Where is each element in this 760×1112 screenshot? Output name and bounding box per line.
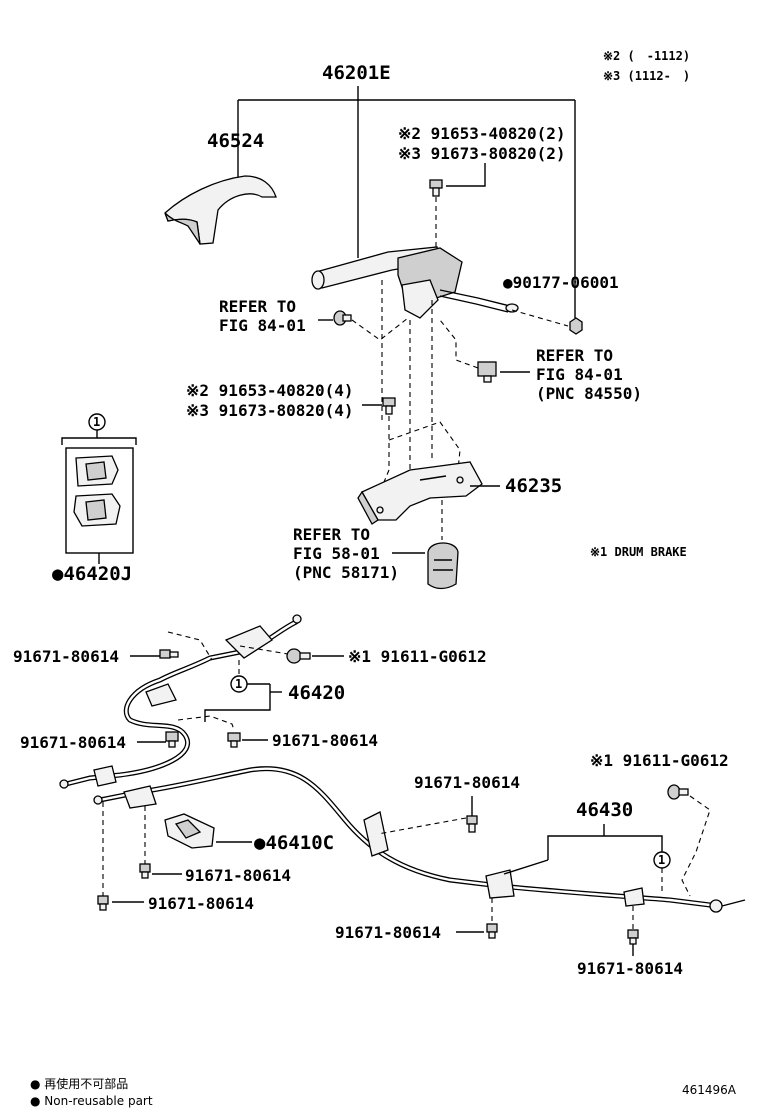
bolt-icon bbox=[667, 784, 689, 800]
label-bolt-a-2: ※2 91653-40820(2) bbox=[398, 124, 566, 143]
svg-text:1: 1 bbox=[235, 677, 242, 691]
label-refer-84-b-3: (PNC 84550) bbox=[536, 384, 642, 403]
label-bolt-left-low2: 91671-80614 bbox=[148, 894, 254, 913]
label-46420J: ●46420J bbox=[52, 563, 132, 585]
label-bolt-center-mid: 91671-80614 bbox=[272, 731, 378, 750]
note-3: ※3 (1112- ) bbox=[603, 69, 690, 83]
boot-part bbox=[427, 542, 459, 590]
bolt-icon bbox=[227, 732, 241, 748]
bolt-center-right-dashed bbox=[377, 817, 467, 835]
label-refer-58-3: (PNC 58171) bbox=[293, 563, 399, 582]
bolt-icon bbox=[97, 895, 109, 911]
figure-id: 461496A bbox=[682, 1083, 737, 1097]
front-cable-callout: 1 bbox=[230, 675, 248, 693]
label-46410C: ●46410C bbox=[254, 832, 334, 854]
label-bolt-bottom-right: 91671-80614 bbox=[577, 959, 683, 978]
bolt-b-dashed-2 bbox=[388, 421, 461, 471]
bolt-icon bbox=[486, 923, 498, 939]
label-bolt-b-3: ※3 91673-80820(4) bbox=[186, 401, 354, 420]
bolt-a-leader bbox=[446, 163, 486, 187]
bolt-91611-a-dashed bbox=[239, 645, 289, 655]
label-refer-84-b-1: REFER TO bbox=[536, 346, 613, 365]
refer-84-b-dashed bbox=[439, 319, 479, 369]
rear-cable-leader bbox=[503, 859, 549, 875]
label-46430: 46430 bbox=[576, 799, 633, 821]
label-refer-58-1: REFER TO bbox=[293, 525, 370, 544]
bolt-icon bbox=[286, 648, 311, 664]
refer-84-a-dashed bbox=[351, 317, 409, 341]
label-90177: ●90177-06001 bbox=[503, 273, 619, 292]
bolt-icon bbox=[429, 179, 443, 197]
legend-line-2: ● Non-reusable part bbox=[30, 1094, 153, 1108]
bolt-91611-b-dashed bbox=[681, 795, 711, 897]
label-91611-b: ※1 91611-G0612 bbox=[590, 751, 729, 770]
label-refer-84-b-2: FIG 84-01 bbox=[536, 365, 623, 384]
front-cable-part bbox=[59, 614, 302, 789]
bolt-icon bbox=[165, 731, 179, 748]
legend-line-1: ● 再使用不可部品 bbox=[30, 1076, 128, 1091]
label-refer-58-2: FIG 58-01 bbox=[293, 544, 380, 563]
label-46201E: 46201E bbox=[322, 62, 391, 84]
bolt-icon bbox=[382, 397, 396, 415]
bolt-icon bbox=[159, 649, 179, 659]
bolt-b-dashed bbox=[383, 416, 390, 483]
label-46420: 46420 bbox=[288, 682, 345, 704]
clamp-part bbox=[164, 813, 215, 849]
label-bolt-bottom-center: 91671-80614 bbox=[335, 923, 441, 942]
nut-dashed bbox=[511, 309, 569, 327]
note-2: ※2 ( -1112) bbox=[603, 49, 690, 63]
rear-cable-bracket bbox=[547, 835, 663, 860]
kit-bracket-top bbox=[61, 437, 137, 445]
bracket-part bbox=[357, 461, 483, 525]
label-refer-84-a-2: FIG 84-01 bbox=[219, 316, 306, 335]
label-46235: 46235 bbox=[505, 475, 562, 497]
bolt-small-icon bbox=[333, 310, 352, 326]
label-refer-84-a-1: REFER TO bbox=[219, 297, 296, 316]
bolt-icon bbox=[139, 863, 151, 879]
switch-icon bbox=[477, 361, 497, 383]
label-bolt-center-right: 91671-80614 bbox=[414, 773, 520, 792]
label-46524: 46524 bbox=[207, 130, 264, 152]
note-drum-brake: ※1 DRUM BRAKE bbox=[590, 545, 687, 559]
rear-cable-part bbox=[93, 766, 746, 913]
label-bolt-left-low1: 91671-80614 bbox=[185, 866, 291, 885]
label-bolt-a-3: ※3 91673-80820(2) bbox=[398, 144, 566, 163]
parking-brake-lever-part bbox=[311, 246, 519, 319]
bolt-left-mid-dashed bbox=[177, 715, 235, 731]
label-bolt-left-top: 91671-80614 bbox=[13, 647, 119, 666]
label-91611-a: ※1 91611-G0612 bbox=[348, 647, 487, 666]
grommet-part bbox=[73, 455, 121, 527]
label-bolt-b-2: ※2 91653-40820(4) bbox=[186, 381, 354, 400]
svg-text:1: 1 bbox=[93, 415, 100, 429]
bolt-icon bbox=[627, 929, 639, 945]
nut-icon bbox=[569, 317, 583, 335]
rear-cable-callout: 1 bbox=[653, 851, 671, 869]
svg-text:1: 1 bbox=[658, 853, 665, 867]
kit-callout: 1 bbox=[88, 413, 106, 431]
label-bolt-left-mid: 91671-80614 bbox=[20, 733, 126, 752]
lever-cover-part bbox=[164, 175, 277, 245]
bolt-left-top-dashed bbox=[167, 631, 213, 661]
bolt-icon bbox=[466, 815, 478, 833]
front-cable-bracket bbox=[204, 684, 271, 722]
lever-assy-leader bbox=[237, 86, 576, 318]
